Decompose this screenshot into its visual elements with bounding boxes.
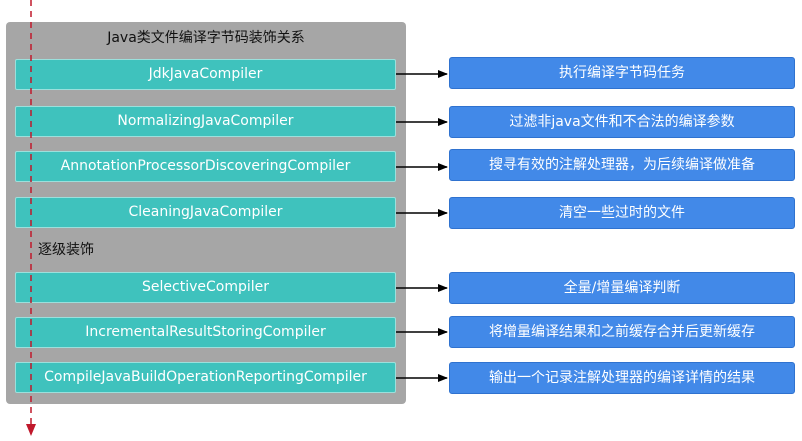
- diagram-title: Java类文件编译字节码装饰关系: [107, 30, 305, 46]
- description-box-selective: 全量/增量编译判断: [449, 272, 795, 304]
- compiler-box-normalizing: NormalizingJavaCompiler: [15, 106, 396, 137]
- compiler-box-annotation-processor: AnnotationProcessorDiscoveringCompiler: [15, 151, 396, 182]
- description-box-jdk: 执行编译字节码任务: [449, 57, 795, 89]
- compiler-box-incremental-result: IncrementalResultStoringCompiler: [15, 317, 396, 348]
- description-box-cleaning: 清空一些过时的文件: [449, 197, 795, 229]
- decoration-label: 逐级装饰: [38, 242, 94, 258]
- compiler-box-jdk: JdkJavaCompiler: [15, 59, 396, 90]
- compiler-box-cleaning: CleaningJavaCompiler: [15, 197, 396, 228]
- description-box-annotation-processor: 搜寻有效的注解处理器，为后续编译做准备: [449, 149, 795, 181]
- description-box-incremental-result: 将增量编译结果和之前缓存合并后更新缓存: [449, 316, 795, 348]
- description-box-build-operation-reporting: 输出一个记录注解处理器的编译详情的结果: [449, 362, 795, 394]
- compiler-box-build-operation-reporting: CompileJavaBuildOperationReportingCompil…: [15, 362, 396, 393]
- dashed-arrow-head: [26, 424, 36, 436]
- compiler-box-selective: SelectiveCompiler: [15, 272, 396, 303]
- description-box-normalizing: 过滤非java文件和不合法的编译参数: [449, 106, 795, 138]
